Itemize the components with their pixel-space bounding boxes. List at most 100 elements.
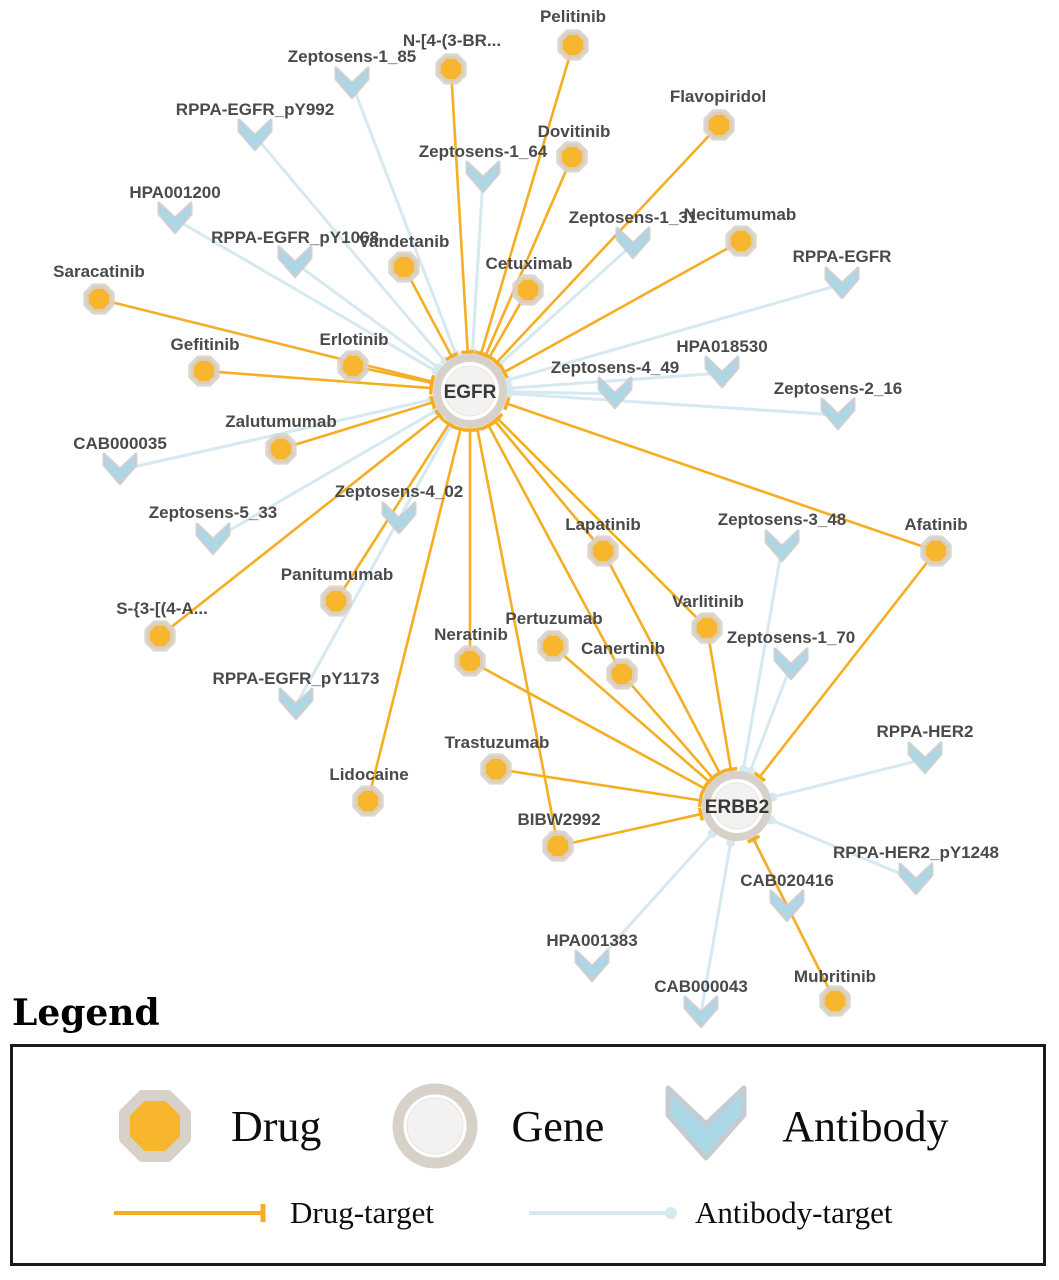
drug-node-lidocaine[interactable]: Lidocaine [329,765,409,817]
drug-node-zalutumumab[interactable]: Zalutumumab [225,412,337,465]
drug-node-neratinib[interactable]: Neratinib [434,625,508,677]
antibody-chevron[interactable] [615,226,651,260]
drug-node-bibw2992[interactable]: BIBW2992 [517,810,601,862]
drug-target-tee [491,412,504,425]
node-label: Zeptosens-5_33 [149,503,278,522]
antibody-node-zeptosens-3-48[interactable]: Zeptosens-3_48 [718,510,847,563]
antibody-node-zeptosens-2-16[interactable]: Zeptosens-2_16 [774,379,903,431]
drug-octagon[interactable] [512,274,544,306]
antibody-chevron[interactable] [574,949,610,983]
antibody-node-zeptosens-4-02[interactable]: Zeptosens-4_02 [335,482,464,535]
drug-octagon[interactable] [388,251,420,283]
drug-octagon[interactable] [920,535,952,567]
antibody-node-rppa-egfr-py1173[interactable]: RPPA-EGFR_pY1173 [213,669,380,721]
drug-node-canertinib[interactable]: Canertinib [581,639,665,690]
drug-octagon[interactable] [703,109,735,141]
drug-target-tee [499,365,509,379]
node-label: Zeptosens-1_31 [569,208,698,227]
drug-node-dovitinib[interactable]: Dovitinib [538,122,611,173]
drug-octagon[interactable] [480,753,512,785]
antibody-chevron[interactable] [465,160,501,194]
gene-node-egfr[interactable]: EGFR [433,354,507,428]
antibody-chevron[interactable] [334,66,370,100]
drug-node-trastuzumab[interactable]: Trastuzumab [445,733,550,785]
drug-node-mubritinib[interactable]: Mubritinib [794,967,876,1017]
node-label: CAB000043 [654,977,748,996]
drug-node-pelitinib[interactable]: Pelitinib [540,7,606,61]
drug-target-tee [442,418,456,429]
drug-node-flavopiridol[interactable]: Flavopiridol [670,87,766,141]
antibody-node-zeptosens-4-49[interactable]: Zeptosens-4_49 [551,358,680,410]
drug-octagon[interactable] [587,535,619,567]
antibody-chevron[interactable] [907,741,943,775]
antibody-chevron[interactable] [277,245,313,279]
antibody-target-edge-icon [529,1207,678,1219]
drug-octagon[interactable] [188,355,220,387]
drug-node-pertuzumab[interactable]: Pertuzumab [505,609,603,662]
antibody-chevron[interactable] [102,452,138,486]
antibody-node-rppa-egfr[interactable]: RPPA-EGFR [793,247,892,300]
antibody-node-cab000035[interactable]: CAB000035 [73,434,167,486]
antibody-chevron[interactable] [820,397,856,431]
antibody-chevron[interactable] [157,201,193,235]
antibody-chevron[interactable] [237,118,273,152]
antibody-chevron[interactable] [773,647,809,681]
drug-octagon[interactable] [557,29,589,61]
drug-octagon[interactable] [83,283,115,315]
antibody-node-zeptosens-5-33[interactable]: Zeptosens-5_33 [149,503,278,556]
antibody-target-edge [294,424,453,706]
drug-node-erlotinib[interactable]: Erlotinib [320,330,389,382]
antibody-chevron[interactable] [824,266,860,300]
antibody-node-cab020416[interactable]: CAB020416 [740,871,834,923]
drug-node-panitumumab[interactable]: Panitumumab [281,565,393,617]
drug-node-saracatinib[interactable]: Saracatinib [53,262,145,315]
drug-node-cetuximab[interactable]: Cetuximab [486,254,573,306]
drug-octagon[interactable] [337,350,369,382]
antibody-chevron[interactable] [704,355,740,389]
drug-node-varlitinib[interactable]: Varlitinib [672,592,744,644]
antibody-node-zeptosens-1-64[interactable]: Zeptosens-1_64 [419,142,548,194]
antibody-chevron[interactable] [381,501,417,535]
drug-octagon[interactable] [435,53,467,85]
antibody-node-hpa018530[interactable]: HPA018530 [676,337,768,389]
drug-octagon[interactable] [352,785,384,817]
drug-octagon[interactable] [454,645,486,677]
drug-node-s-3a[interactable]: S-{3-[(4-A... [116,599,208,652]
network-graph[interactable]: EGFR ERBB2 Pelitinib N-[4-(3-BR... Flavopiri… [0,0,1059,1040]
drug-octagon[interactable] [556,141,588,173]
drug-node-afatinib[interactable]: Afatinib [904,515,968,567]
antibody-chevron[interactable] [764,529,800,563]
antibody-chevron[interactable] [683,995,719,1029]
drug-node-necitumumab[interactable]: Necitumumab [684,205,796,257]
antibody-chevron[interactable] [597,376,633,410]
antibody-node-rppa-egfr-py992[interactable]: RPPA-EGFR_pY992 [176,100,334,152]
antibody-node-zeptosens-1-85[interactable]: Zeptosens-1_85 [288,47,417,100]
antibody-node-rppa-her2[interactable]: RPPA-HER2 [877,722,974,775]
gene-node-erbb2[interactable]: ERBB2 [702,771,772,841]
antibody-chevron[interactable] [195,522,231,556]
drug-octagon[interactable] [537,630,569,662]
drug-node-gefitinib[interactable]: Gefitinib [171,335,240,387]
antibody-node-zeptosens-1-70[interactable]: Zeptosens-1_70 [727,628,856,681]
drug-octagon[interactable] [265,433,297,465]
drug-octagon[interactable] [691,612,723,644]
antibody-chevron[interactable] [769,889,805,923]
drug-octagon[interactable] [542,830,574,862]
drug-octagon[interactable] [144,620,176,652]
drug-octagon[interactable] [606,658,638,690]
drug-node-n-br[interactable]: N-[4-(3-BR... [403,31,501,85]
antibody-chevron[interactable] [278,687,314,721]
antibody-node-hpa001383[interactable]: HPA001383 [546,931,638,983]
antibody-node-rppa-her2-py1248[interactable]: RPPA-HER2_pY1248 [833,843,999,896]
drug-node-vandetanib[interactable]: Vandetanib [359,232,450,283]
antibody-node-hpa001200[interactable]: HPA001200 [129,183,221,235]
drug-node-lapatinib[interactable]: Lapatinib [565,515,641,567]
antibody-chevron[interactable] [898,862,934,896]
drug-octagon[interactable] [819,985,851,1017]
antibody-node-rppa-egfr-py1068[interactable]: RPPA-EGFR_pY1068 [211,228,379,279]
antibody-node-zeptosens-1-31[interactable]: Zeptosens-1_31 [569,208,698,260]
drug-target-edge [552,645,710,783]
drug-octagon[interactable] [320,585,352,617]
drug-octagon[interactable] [725,225,757,257]
antibody-node-cab000043[interactable]: CAB000043 [654,977,748,1029]
